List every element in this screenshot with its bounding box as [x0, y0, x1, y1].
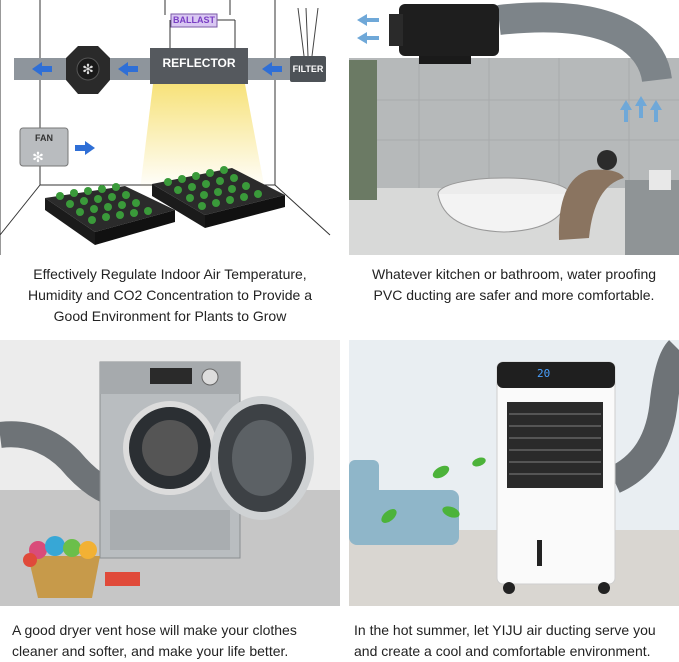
airflow-arrow-icon [262, 62, 282, 76]
window-plants [349, 60, 377, 200]
cooler-duct-hose [607, 340, 679, 493]
leaves [381, 457, 486, 523]
caption-line: and create a cool and comfortable enviro… [354, 643, 651, 659]
inline-duct-fan [399, 4, 499, 56]
dryer-illustration [0, 340, 340, 606]
air-in-arrow-icon [635, 96, 647, 118]
filter-label: FILTER [292, 64, 324, 74]
seedlings [56, 166, 262, 224]
air-out-arrow-icon [357, 14, 379, 26]
caption-line: Whatever kitchen or bathroom, water proo… [371, 266, 657, 282]
caption-line: Good Environment for Plants to Grow [53, 308, 287, 324]
dryer-photo [0, 340, 340, 606]
airflow-arrow-icon [118, 62, 138, 76]
air-cooler-caption: In the hot summer, let YIJU air ducting … [354, 620, 679, 662]
caption-line: In the hot summer, let YIJU air ducting … [354, 622, 656, 638]
wall-fan-box [19, 127, 69, 167]
laundry-basket [28, 556, 100, 598]
grow-light-beam [140, 84, 265, 190]
carbon-filter [290, 56, 326, 82]
grow-room-illustration: ✻ ✻ [0, 0, 331, 255]
cooler-display: 20 [537, 367, 551, 380]
grow-room-diagram: ✻ ✻ [0, 0, 340, 255]
air-in-arrow-icon [650, 100, 662, 122]
caption-line: Effectively Regulate Indoor Air Temperat… [33, 266, 307, 282]
bathroom-illustration [349, 2, 679, 255]
airflow-arrow-icon [32, 62, 52, 76]
bathroom-caption: Whatever kitchen or bathroom, water proo… [349, 264, 679, 306]
flexible-duct-hose [497, 2, 672, 83]
side-counter [625, 180, 679, 255]
grow-room-caption: Effectively Regulate Indoor Air Temperat… [0, 264, 340, 327]
air-in-arrow-icon [620, 100, 632, 122]
reflector-label: REFLECTOR [162, 56, 236, 70]
lounge-chair [558, 169, 624, 240]
ballast-label: BALLAST [173, 15, 215, 25]
bathroom-photo [349, 0, 679, 255]
airflow-arrow-icon [75, 141, 95, 155]
fan-label: FAN [35, 133, 53, 143]
air-out-arrow-icon [357, 32, 379, 44]
air-cooler-illustration [349, 340, 679, 606]
reflector-hood [150, 48, 248, 84]
dryer-caption: A good dryer vent hose will make your cl… [12, 620, 342, 662]
air-cooler-photo: 20 [349, 340, 679, 606]
caption-line: cleaner and softer, and make your life b… [12, 643, 289, 659]
caption-line: PVC ducting are safer and more comfortab… [373, 287, 655, 303]
fan-blades-icon: ✻ [32, 149, 44, 165]
ballast-box [170, 13, 218, 28]
caption-line: A good dryer vent hose will make your cl… [12, 622, 297, 638]
fan-icon: ✻ [82, 61, 94, 77]
caption-line: Humidity and CO2 Concentration to Provid… [27, 287, 313, 303]
